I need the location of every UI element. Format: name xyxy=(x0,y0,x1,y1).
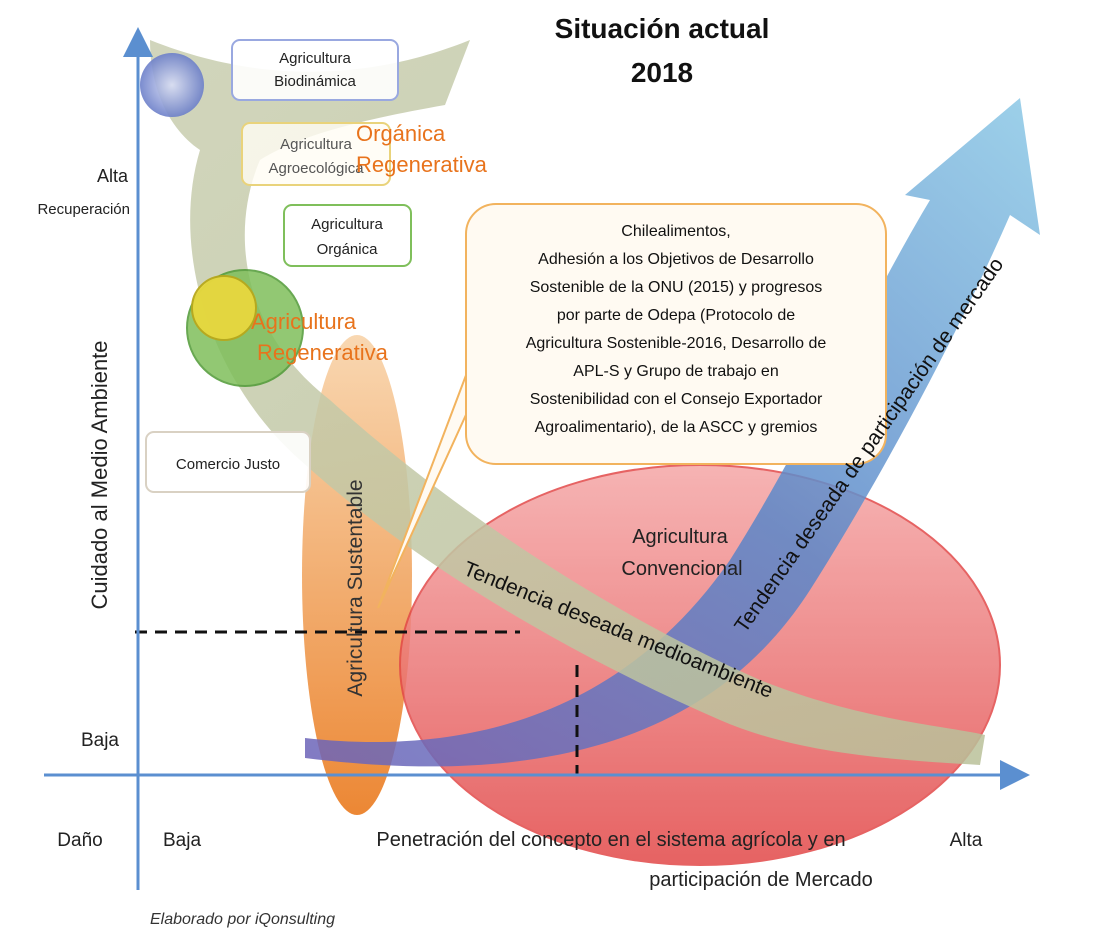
convencional-label-2: Convencional xyxy=(621,558,742,580)
credit-text: Elaborado por iQonsulting xyxy=(150,911,335,928)
agricultura-regenerativa-2: Regenerativa xyxy=(257,340,389,365)
agricultura-regenerativa-1: Agricultura xyxy=(251,309,357,334)
callout-line-8: Agroalimentario), de la ASCC y gremios xyxy=(535,419,818,436)
organica-box xyxy=(283,204,412,267)
callout-line-2: Adhesión a los Objetivos de Desarrollo xyxy=(538,251,814,268)
agroecologica-label-1: Agricultura xyxy=(280,136,352,153)
x-axis-label-1: Penetración del concepto en el sistema a… xyxy=(376,829,845,851)
organica-regenerativa-1: Orgánica xyxy=(356,121,446,146)
biodinamica-label-2: Biodinámica xyxy=(274,73,356,90)
y-axis-label: Cuidado al Medio Ambiente xyxy=(87,340,112,609)
callout-line-3: Sostenible de la ONU (2015) y progresos xyxy=(530,279,823,296)
sustentable-label: Agricultura Sustentable xyxy=(344,479,367,696)
agroecologica-label-2: Agroecológica xyxy=(268,160,364,177)
comercio-justo-label: Comercio Justo xyxy=(176,456,280,473)
x-high-label: Alta xyxy=(950,830,983,851)
market-arrow xyxy=(305,98,1040,767)
callout-box xyxy=(465,203,887,465)
callout-line-5: Agricultura Sostenible-2016, Desarrollo … xyxy=(526,335,827,352)
biodinamica-label-1: Agricultura xyxy=(279,50,351,67)
callout-line-6: APL-S y Grupo de trabajo en xyxy=(573,363,778,380)
organica-regenerativa-2: Regenerativa xyxy=(356,152,488,177)
y-negative-label: Daño xyxy=(57,830,102,851)
title-line-2: 2018 xyxy=(631,57,693,88)
environment-arrow xyxy=(150,40,985,765)
callout-text: Chilealimentos, Adhesión a los Objetivos… xyxy=(526,223,827,436)
callout-line-4: por parte de Odepa (Protocolo de xyxy=(557,307,795,324)
y-high-label: Alta xyxy=(97,166,129,186)
y-low-label: Baja xyxy=(81,730,119,751)
x-low-label: Baja xyxy=(163,830,201,851)
comercio-justo-box xyxy=(145,431,311,493)
organica-label-1: Agricultura xyxy=(311,216,383,233)
title-line-1: Situación actual xyxy=(555,13,770,44)
x-axis-label-2: participación de Mercado xyxy=(649,869,872,891)
convencional-label-1: Agricultura xyxy=(632,526,728,548)
biodinamica-box xyxy=(231,39,399,101)
y-high-sub-label: Recuperación xyxy=(37,201,130,218)
agroecologica-box xyxy=(241,122,391,186)
callout-line-7: Sostenibilidad con el Consejo Exportador xyxy=(530,391,823,408)
biodinamica-circle xyxy=(140,53,204,117)
organica-label-2: Orgánica xyxy=(317,241,379,258)
callout-line-1: Chilealimentos, xyxy=(621,223,730,240)
organica-yellow-circle xyxy=(191,275,257,341)
